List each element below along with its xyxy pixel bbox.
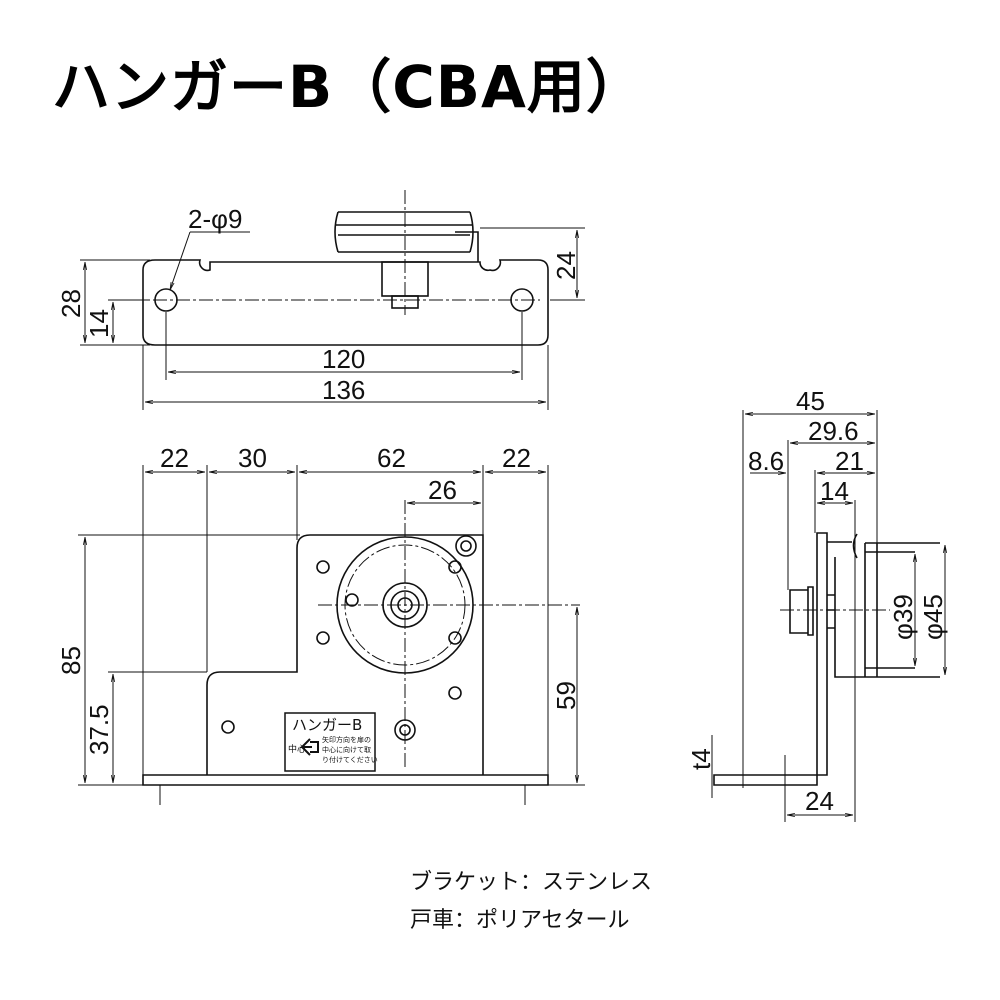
label-line3: り付けてください — [322, 755, 378, 764]
dim-depth: 45 — [796, 386, 825, 416]
dim-wheel-offset: 26 — [428, 475, 457, 505]
dim-hole-pitch: 120 — [322, 344, 365, 374]
dim-wheel-depth: 29.6 — [808, 416, 859, 446]
dim-wheel-width: 21 — [835, 446, 864, 476]
dim-middle: 62 — [377, 443, 406, 473]
dim-wheel-inner-dia: φ39 — [888, 594, 918, 640]
dim-wheel-center-height: 59 — [551, 681, 581, 710]
arrow-left-icon — [299, 738, 319, 756]
dim-thickness: t4 — [686, 748, 716, 770]
side-view: 45 29.6 8.6 21 14 φ39 φ45 t4 24 — [686, 386, 948, 822]
dim-wheel-height: 24 — [551, 251, 581, 280]
label-side: 中心 — [288, 743, 306, 755]
dim-hole-center: 14 — [84, 309, 114, 338]
dim-width: 136 — [322, 375, 365, 405]
page-title: ハンガーB（CBA用） — [52, 53, 645, 121]
dim-low-height: 37.5 — [84, 704, 114, 755]
dim-bracket-to-wheel: 14 — [820, 476, 849, 506]
dim-step: 30 — [238, 443, 267, 473]
hole-label: 2-φ9 — [188, 204, 242, 234]
dim-wheel-outer-dia: φ45 — [918, 594, 948, 640]
dim-base: 24 — [805, 786, 834, 816]
dim-right-margin: 22 — [502, 443, 531, 473]
label-title: ハンガーB — [292, 716, 362, 734]
dim-front-height: 85 — [56, 646, 86, 675]
material-wheel: 戸車：ポリアセタール — [410, 908, 630, 933]
direction-label: ハンガーB 中心 矢印方向を扉の 中心に向けて取 り付けてください — [284, 712, 378, 772]
dim-left-margin: 22 — [160, 443, 189, 473]
top-view: 2-φ9 28 14 24 120 136 — [56, 190, 585, 410]
front-view: 22 30 62 22 26 85 37.5 59 ハンガーB 中心 矢印方向を… — [56, 443, 585, 805]
dim-height: 28 — [56, 289, 86, 318]
label-line2: 中心に向けて取 — [322, 745, 371, 754]
material-bracket: ブラケット：ステンレス — [410, 870, 653, 895]
dim-bolt: 8.6 — [748, 446, 784, 476]
label-line1: 矢印方向を扉の — [322, 735, 371, 744]
